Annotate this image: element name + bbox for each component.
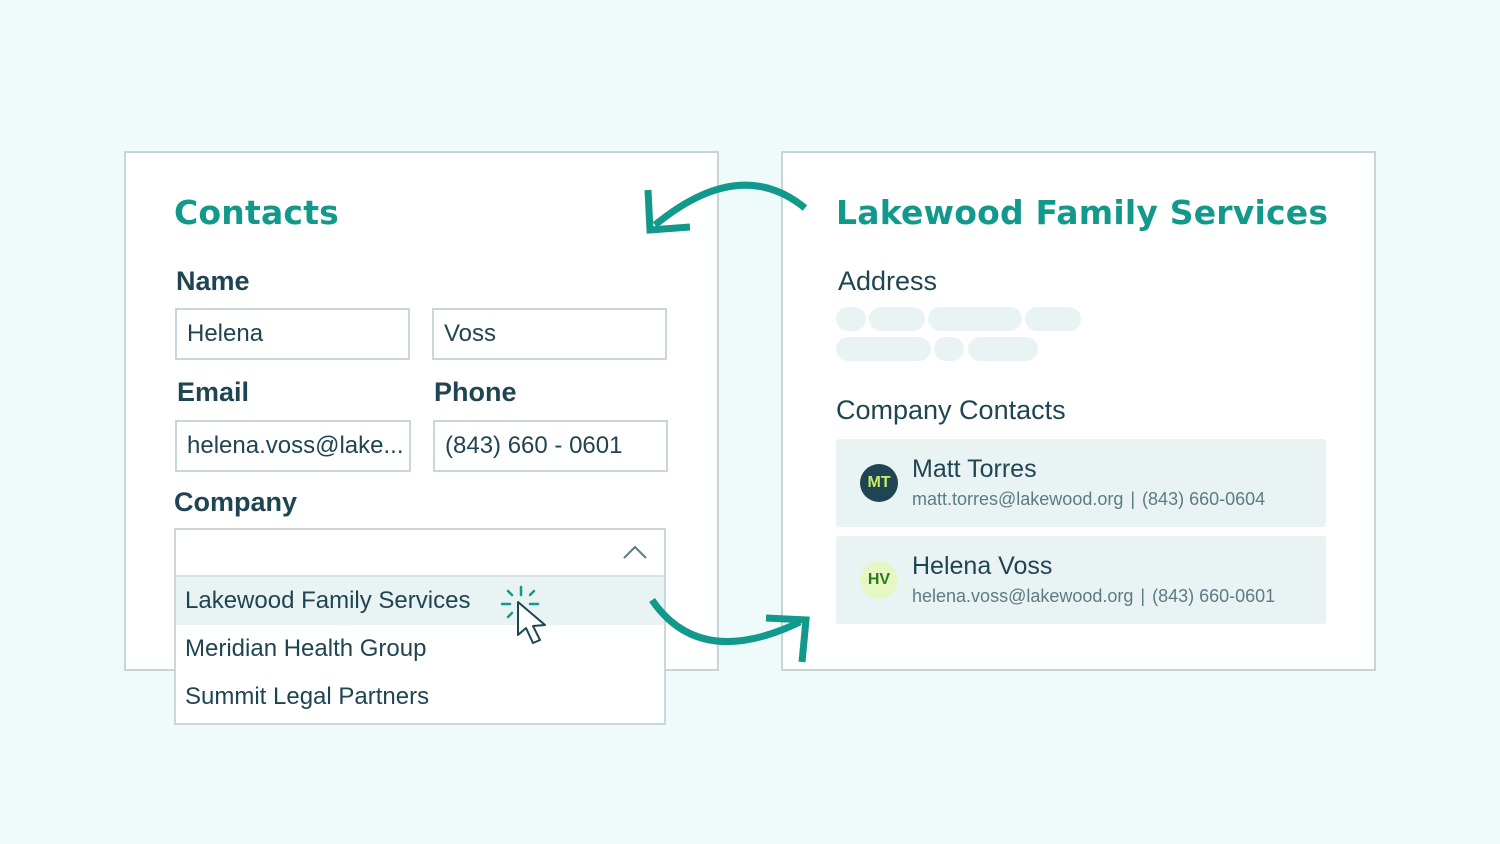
company-option-summit[interactable]: Summit Legal Partners [185, 683, 430, 710]
company-contacts-label: Company Contacts [836, 395, 1066, 425]
contact-phone: (843) 660-0601 [1152, 586, 1276, 606]
first-name-input[interactable]: Helena [175, 308, 410, 360]
avatar: HV [860, 561, 898, 599]
separator: | [1140, 586, 1146, 606]
contact-name: Helena Voss [912, 552, 1053, 580]
phone-label: Phone [434, 377, 517, 407]
last-name-input[interactable]: Voss [432, 308, 667, 360]
company-option-lakewood[interactable]: Lakewood Family Services [176, 577, 664, 625]
email-label: Email [177, 377, 250, 407]
company-dropdown[interactable]: Lakewood Family Services Meridian Health… [174, 528, 666, 725]
contact-email: matt.torres@lakewood.org [912, 489, 1124, 509]
phone-input[interactable]: (843) 660 - 0601 [433, 420, 668, 472]
contact-info: matt.torres@lakewood.org | (843) 660-0604 [912, 489, 1265, 510]
contact-info: helena.voss@lakewood.org | (843) 660-0601 [912, 586, 1275, 607]
chevron-up-icon[interactable] [622, 542, 648, 562]
email-input[interactable]: helena.voss@lake... [175, 420, 411, 472]
click-cursor-icon [500, 585, 546, 644]
company-option-meridian[interactable]: Meridian Health Group [185, 635, 427, 662]
company-label: Company [174, 487, 298, 517]
avatar: MT [860, 464, 898, 502]
contact-card-helena-voss[interactable]: HV Helena Voss helena.voss@lakewood.org |… [836, 536, 1326, 624]
contact-card-matt-torres[interactable]: MT Matt Torres matt.torres@lakewood.org |… [836, 439, 1326, 527]
sync-arrow-right-icon [649, 598, 810, 663]
contact-name: Matt Torres [912, 455, 1037, 483]
address-label: Address [838, 266, 938, 296]
contact-phone: (843) 660-0604 [1142, 489, 1266, 509]
contacts-title: Contacts [174, 193, 340, 232]
contact-email: helena.voss@lakewood.org [912, 586, 1134, 606]
separator: | [1130, 489, 1136, 509]
sync-arrow-left-icon [644, 181, 808, 234]
company-title: Lakewood Family Services [836, 193, 1329, 232]
company-select[interactable] [176, 530, 664, 577]
name-label: Name [176, 266, 250, 296]
